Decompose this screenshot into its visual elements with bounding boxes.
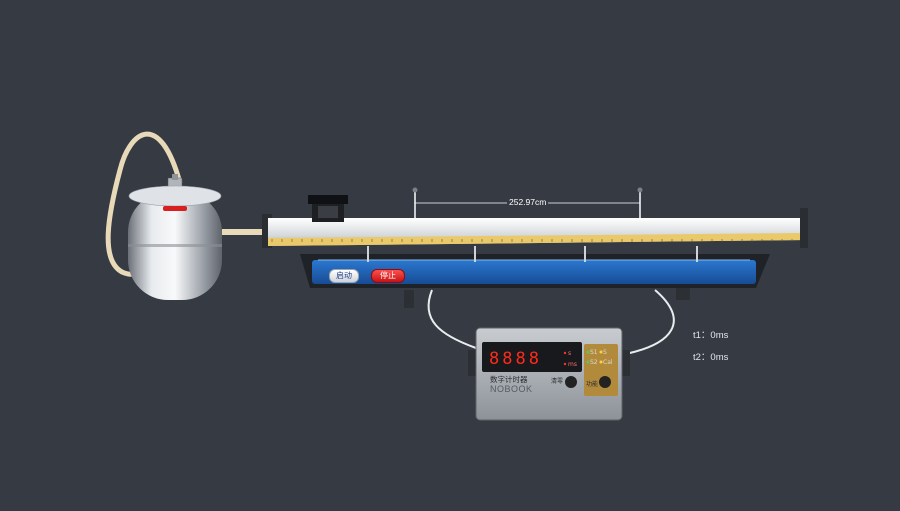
t2-readout: t2：0ms [693,352,729,363]
gate-distance-label: 252.97cm [507,197,549,207]
gate2-cable [619,289,675,356]
led-s1: S1 [590,349,598,356]
glider-block[interactable] [308,195,348,222]
rail-right-end [800,208,808,248]
led-cal: Cal [603,359,613,366]
photogate-1[interactable] [412,187,418,219]
timer-brand-en: NOBOOK [490,384,533,394]
t1-readout: t1：0ms [693,330,729,341]
reset-knob[interactable] [565,376,577,388]
led-s: S [603,349,607,356]
rail-base [300,246,770,308]
air-pump-tank[interactable] [128,174,222,300]
unit-s: s [568,350,572,357]
gate1-cable [427,289,477,349]
rail-left-end [262,214,272,248]
mode-label: 功能 [586,381,599,388]
unit-ms: ms [568,361,577,368]
timer-display: 8888 [489,349,542,369]
digital-timer [468,327,630,421]
photogate-2[interactable] [637,187,643,219]
start-button[interactable]: 启动 [329,269,359,283]
led-s2: S2 [590,359,598,366]
ruler-scale [268,233,808,246]
ruler-ticks [271,239,793,242]
reset-label: 清零 [551,378,564,385]
mode-knob[interactable] [599,376,611,388]
stop-button[interactable]: 停止 [371,269,405,283]
timer-brand-cn: 数字计时器 [490,375,528,384]
